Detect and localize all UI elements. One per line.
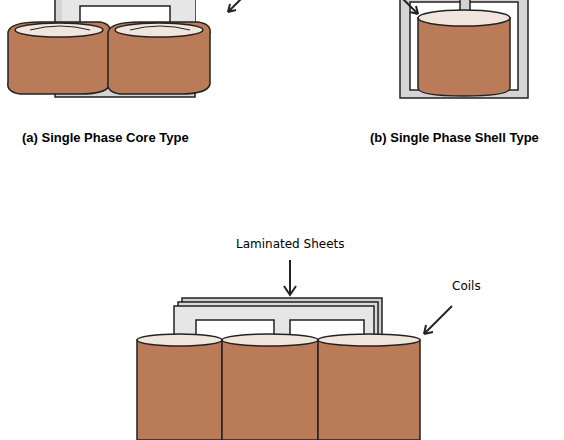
- core-type-transformer: [8, 0, 244, 97]
- figure-caption: (b) Single Phase Shell Type: [370, 130, 539, 145]
- coil: [418, 18, 510, 96]
- coil: [137, 340, 222, 440]
- leader-arrow: [289, 260, 291, 294]
- part-label: Coils: [452, 279, 481, 293]
- coil: [318, 340, 420, 440]
- shell-type-transformer: [400, 0, 528, 98]
- coil-top: [418, 10, 510, 26]
- coil: [222, 340, 318, 440]
- arrow-head: [410, 6, 418, 14]
- arrow-head: [424, 325, 433, 334]
- winding-turns: [30, 26, 190, 30]
- coil-top: [137, 334, 222, 346]
- arrow-head: [228, 4, 236, 12]
- coil: [8, 22, 111, 94]
- leader-arrow: [400, 0, 418, 14]
- coil-top: [318, 334, 420, 346]
- shell-frame: [400, 0, 528, 98]
- three-phase-transformer: [137, 260, 452, 440]
- part-label: Laminated Sheets: [236, 237, 345, 251]
- leader-arrow: [228, 0, 244, 12]
- figure-caption: (a) Single Phase Core Type: [22, 130, 189, 145]
- leader-arrow: [424, 306, 452, 334]
- arrow-head: [284, 286, 296, 295]
- coil-top: [222, 334, 318, 346]
- coil: [108, 22, 211, 94]
